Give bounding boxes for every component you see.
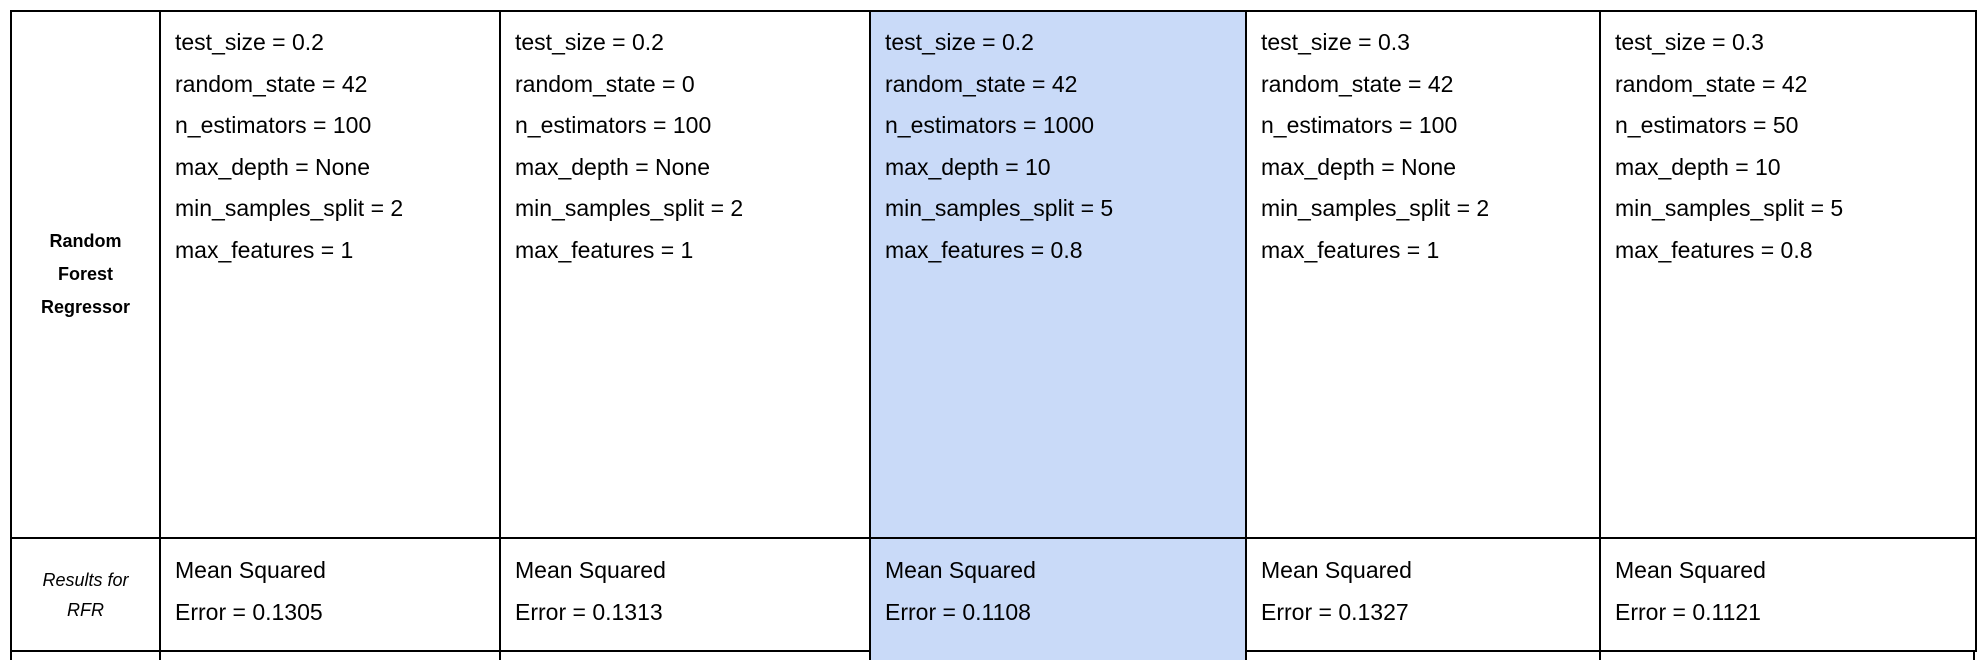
param-line: max_depth = None	[515, 153, 710, 180]
result-line: Mean Squared	[885, 557, 1036, 583]
param-line: max_depth = 10	[885, 153, 1051, 180]
result-line: Error = 0.1121	[1615, 599, 1761, 625]
results-label-line: RFR	[67, 599, 104, 620]
param-line: random_state = 42	[175, 70, 368, 97]
param-line: random_state = 42	[885, 70, 1078, 97]
param-line: n_estimators = 100	[175, 112, 372, 138]
result-cell-1[interactable]: Mean Squared Error = 0.1305	[159, 537, 501, 652]
stub-border	[1599, 650, 1601, 660]
stub-border	[159, 650, 161, 660]
params-cell-1[interactable]: test_size = 0.2 random_state = 42 n_esti…	[159, 10, 501, 539]
param-line: max_depth = None	[1261, 153, 1456, 180]
model-label-line: Regressor	[40, 297, 131, 317]
result-line: Mean Squared	[175, 557, 326, 583]
param-line: max_depth = 10	[1615, 153, 1781, 180]
param-line: test_size = 0.3	[1615, 29, 1764, 55]
param-line: max_features = 0.8	[885, 236, 1083, 263]
param-line: test_size = 0.2	[515, 29, 664, 55]
result-line: Mean Squared	[1615, 557, 1766, 583]
stub-highlight	[871, 650, 1245, 660]
model-label-cell[interactable]: Random Forest Regressor	[10, 10, 161, 539]
result-line: Error = 0.1313	[515, 599, 663, 625]
param-line: min_samples_split = 2	[515, 195, 744, 221]
param-line: test_size = 0.2	[175, 29, 324, 55]
params-cell-3-highlighted[interactable]: test_size = 0.2 random_state = 42 n_esti…	[869, 10, 1247, 539]
param-line: min_samples_split = 5	[1615, 195, 1844, 221]
param-line: n_estimators = 1000	[885, 112, 1095, 138]
result-cell-4[interactable]: Mean Squared Error = 0.1327	[1245, 537, 1601, 652]
param-line: random_state = 42	[1261, 70, 1454, 97]
model-label-line: Forest	[57, 264, 113, 284]
param-line: max_features = 1	[175, 236, 354, 263]
param-line: max_features = 1	[1261, 236, 1440, 263]
result-line: Mean Squared	[515, 557, 666, 583]
parameters-row: Random Forest Regressor test_size = 0.2 …	[10, 10, 1977, 539]
param-line: min_samples_split = 2	[175, 195, 404, 221]
param-line: max_depth = None	[175, 153, 370, 180]
results-row: Results for RFR Mean Squared Error = 0.1…	[10, 537, 1977, 652]
param-line: min_samples_split = 2	[1261, 195, 1490, 221]
results-label-line: Results for	[42, 569, 129, 590]
params-cell-4[interactable]: test_size = 0.3 random_state = 42 n_esti…	[1245, 10, 1601, 539]
param-line: random_state = 0	[515, 70, 695, 97]
stub-border	[1245, 650, 1247, 660]
next-row-stub	[10, 650, 1975, 660]
param-line: n_estimators = 100	[1261, 112, 1458, 138]
result-cell-2[interactable]: Mean Squared Error = 0.1313	[499, 537, 871, 652]
param-line: max_features = 0.8	[1615, 236, 1813, 263]
param-line: test_size = 0.3	[1261, 29, 1410, 55]
results-label-cell[interactable]: Results for RFR	[10, 537, 161, 652]
params-cell-2[interactable]: test_size = 0.2 random_state = 0 n_estim…	[499, 10, 871, 539]
params-cell-5[interactable]: test_size = 0.3 random_state = 42 n_esti…	[1599, 10, 1977, 539]
results-table: Random Forest Regressor test_size = 0.2 …	[10, 10, 1977, 652]
result-line: Error = 0.1305	[175, 599, 323, 625]
param-line: n_estimators = 50	[1615, 112, 1799, 138]
stub-border	[1973, 650, 1975, 660]
stub-border	[499, 650, 501, 660]
param-line: test_size = 0.2	[885, 29, 1034, 55]
param-line: min_samples_split = 5	[885, 195, 1114, 221]
stub-border	[869, 650, 871, 660]
model-label-line: Random	[49, 231, 122, 251]
result-cell-5[interactable]: Mean Squared Error = 0.1121	[1599, 537, 1977, 652]
result-line: Mean Squared	[1261, 557, 1412, 583]
result-line: Error = 0.1327	[1261, 599, 1409, 625]
stub-border	[10, 650, 12, 660]
param-line: max_features = 1	[515, 236, 694, 263]
param-line: n_estimators = 100	[515, 112, 712, 138]
result-line: Error = 0.1108	[885, 599, 1031, 625]
result-cell-3-highlighted[interactable]: Mean Squared Error = 0.1108	[869, 537, 1247, 652]
param-line: random_state = 42	[1615, 70, 1808, 97]
